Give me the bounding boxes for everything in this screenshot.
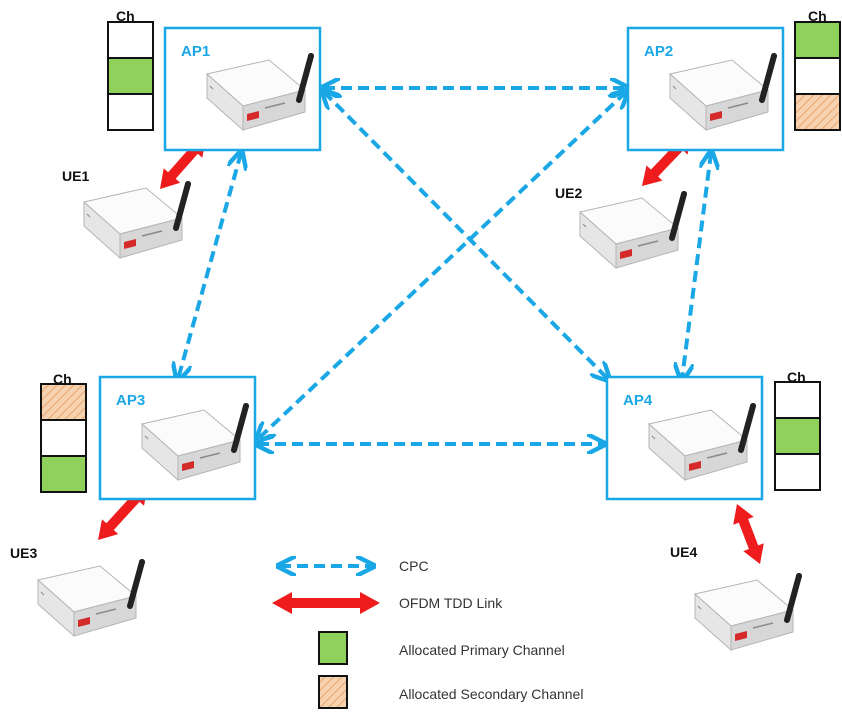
legend-primary-label: Allocated Primary Channel bbox=[399, 642, 565, 658]
channel-slot-none bbox=[107, 93, 154, 131]
channel-bar-ap4: Ch bbox=[774, 369, 821, 491]
user-equipment-label: UE1 bbox=[62, 168, 89, 184]
legend-secondary-swatch bbox=[318, 675, 348, 709]
legend-ofdm-label: OFDM TDD Link bbox=[399, 595, 503, 611]
user-equipment-device-icon bbox=[695, 573, 802, 650]
access-point-ap2: AP2 bbox=[626, 26, 785, 152]
access-point-label: AP4 bbox=[623, 392, 653, 409]
cpc-link-ap1-ap3 bbox=[178, 153, 241, 379]
access-point-ap3: AP3 bbox=[98, 375, 257, 501]
channel-slot-none bbox=[774, 381, 821, 419]
legend-cpc-label: CPC bbox=[399, 558, 429, 574]
legend-primary-swatch bbox=[318, 631, 348, 665]
channel-header: Ch bbox=[808, 8, 827, 24]
cpc-link-ap1-ap4 bbox=[324, 92, 608, 379]
channel-bar-ap3: Ch bbox=[40, 371, 87, 493]
user-equipment-ue4: UE4 bbox=[670, 544, 802, 650]
channel-slot-primary bbox=[107, 57, 154, 95]
user-equipment-ue3: UE3 bbox=[10, 545, 145, 636]
access-point-ap4: AP4 bbox=[605, 375, 764, 501]
access-point-label: AP3 bbox=[116, 392, 145, 409]
channel-slot-primary bbox=[40, 455, 87, 493]
user-equipment-device-icon bbox=[38, 559, 145, 636]
legend: CPC OFDM TDD Link Allocated Primary Chan… bbox=[272, 558, 583, 709]
legend-ofdm-symbol bbox=[272, 592, 380, 614]
user-equipment-ue1: UE1 bbox=[62, 168, 191, 258]
ofdm-link-ap4-ue4 bbox=[733, 504, 764, 564]
user-equipment-label: UE2 bbox=[555, 185, 582, 201]
user-equipment-device-icon bbox=[84, 181, 191, 258]
user-equipment-label: UE3 bbox=[10, 545, 37, 561]
cpc-link-ap2-ap4 bbox=[682, 153, 711, 379]
channel-slot-primary bbox=[774, 417, 821, 455]
access-point-label: AP1 bbox=[181, 43, 210, 60]
channel-bar-ap2: Ch bbox=[794, 8, 841, 131]
channel-slot-secondary bbox=[40, 383, 87, 421]
access-point-ap1: AP1 bbox=[163, 26, 322, 152]
channel-slot-none bbox=[794, 57, 841, 95]
user-equipment-ue2: UE2 bbox=[555, 185, 687, 268]
legend-secondary-label: Allocated Secondary Channel bbox=[399, 686, 583, 702]
channel-slot-none bbox=[40, 419, 87, 457]
channel-header: Ch bbox=[116, 8, 135, 24]
user-equipment-device-icon bbox=[580, 191, 687, 268]
channel-slot-none bbox=[107, 21, 154, 59]
channel-slot-none bbox=[774, 453, 821, 491]
user-equipment-label: UE4 bbox=[670, 544, 697, 560]
cpc-links-layer bbox=[178, 88, 711, 444]
channel-slot-primary bbox=[794, 21, 841, 59]
channel-bar-ap1: Ch bbox=[107, 8, 154, 131]
access-point-label: AP2 bbox=[644, 43, 673, 60]
channel-slot-secondary bbox=[794, 93, 841, 131]
